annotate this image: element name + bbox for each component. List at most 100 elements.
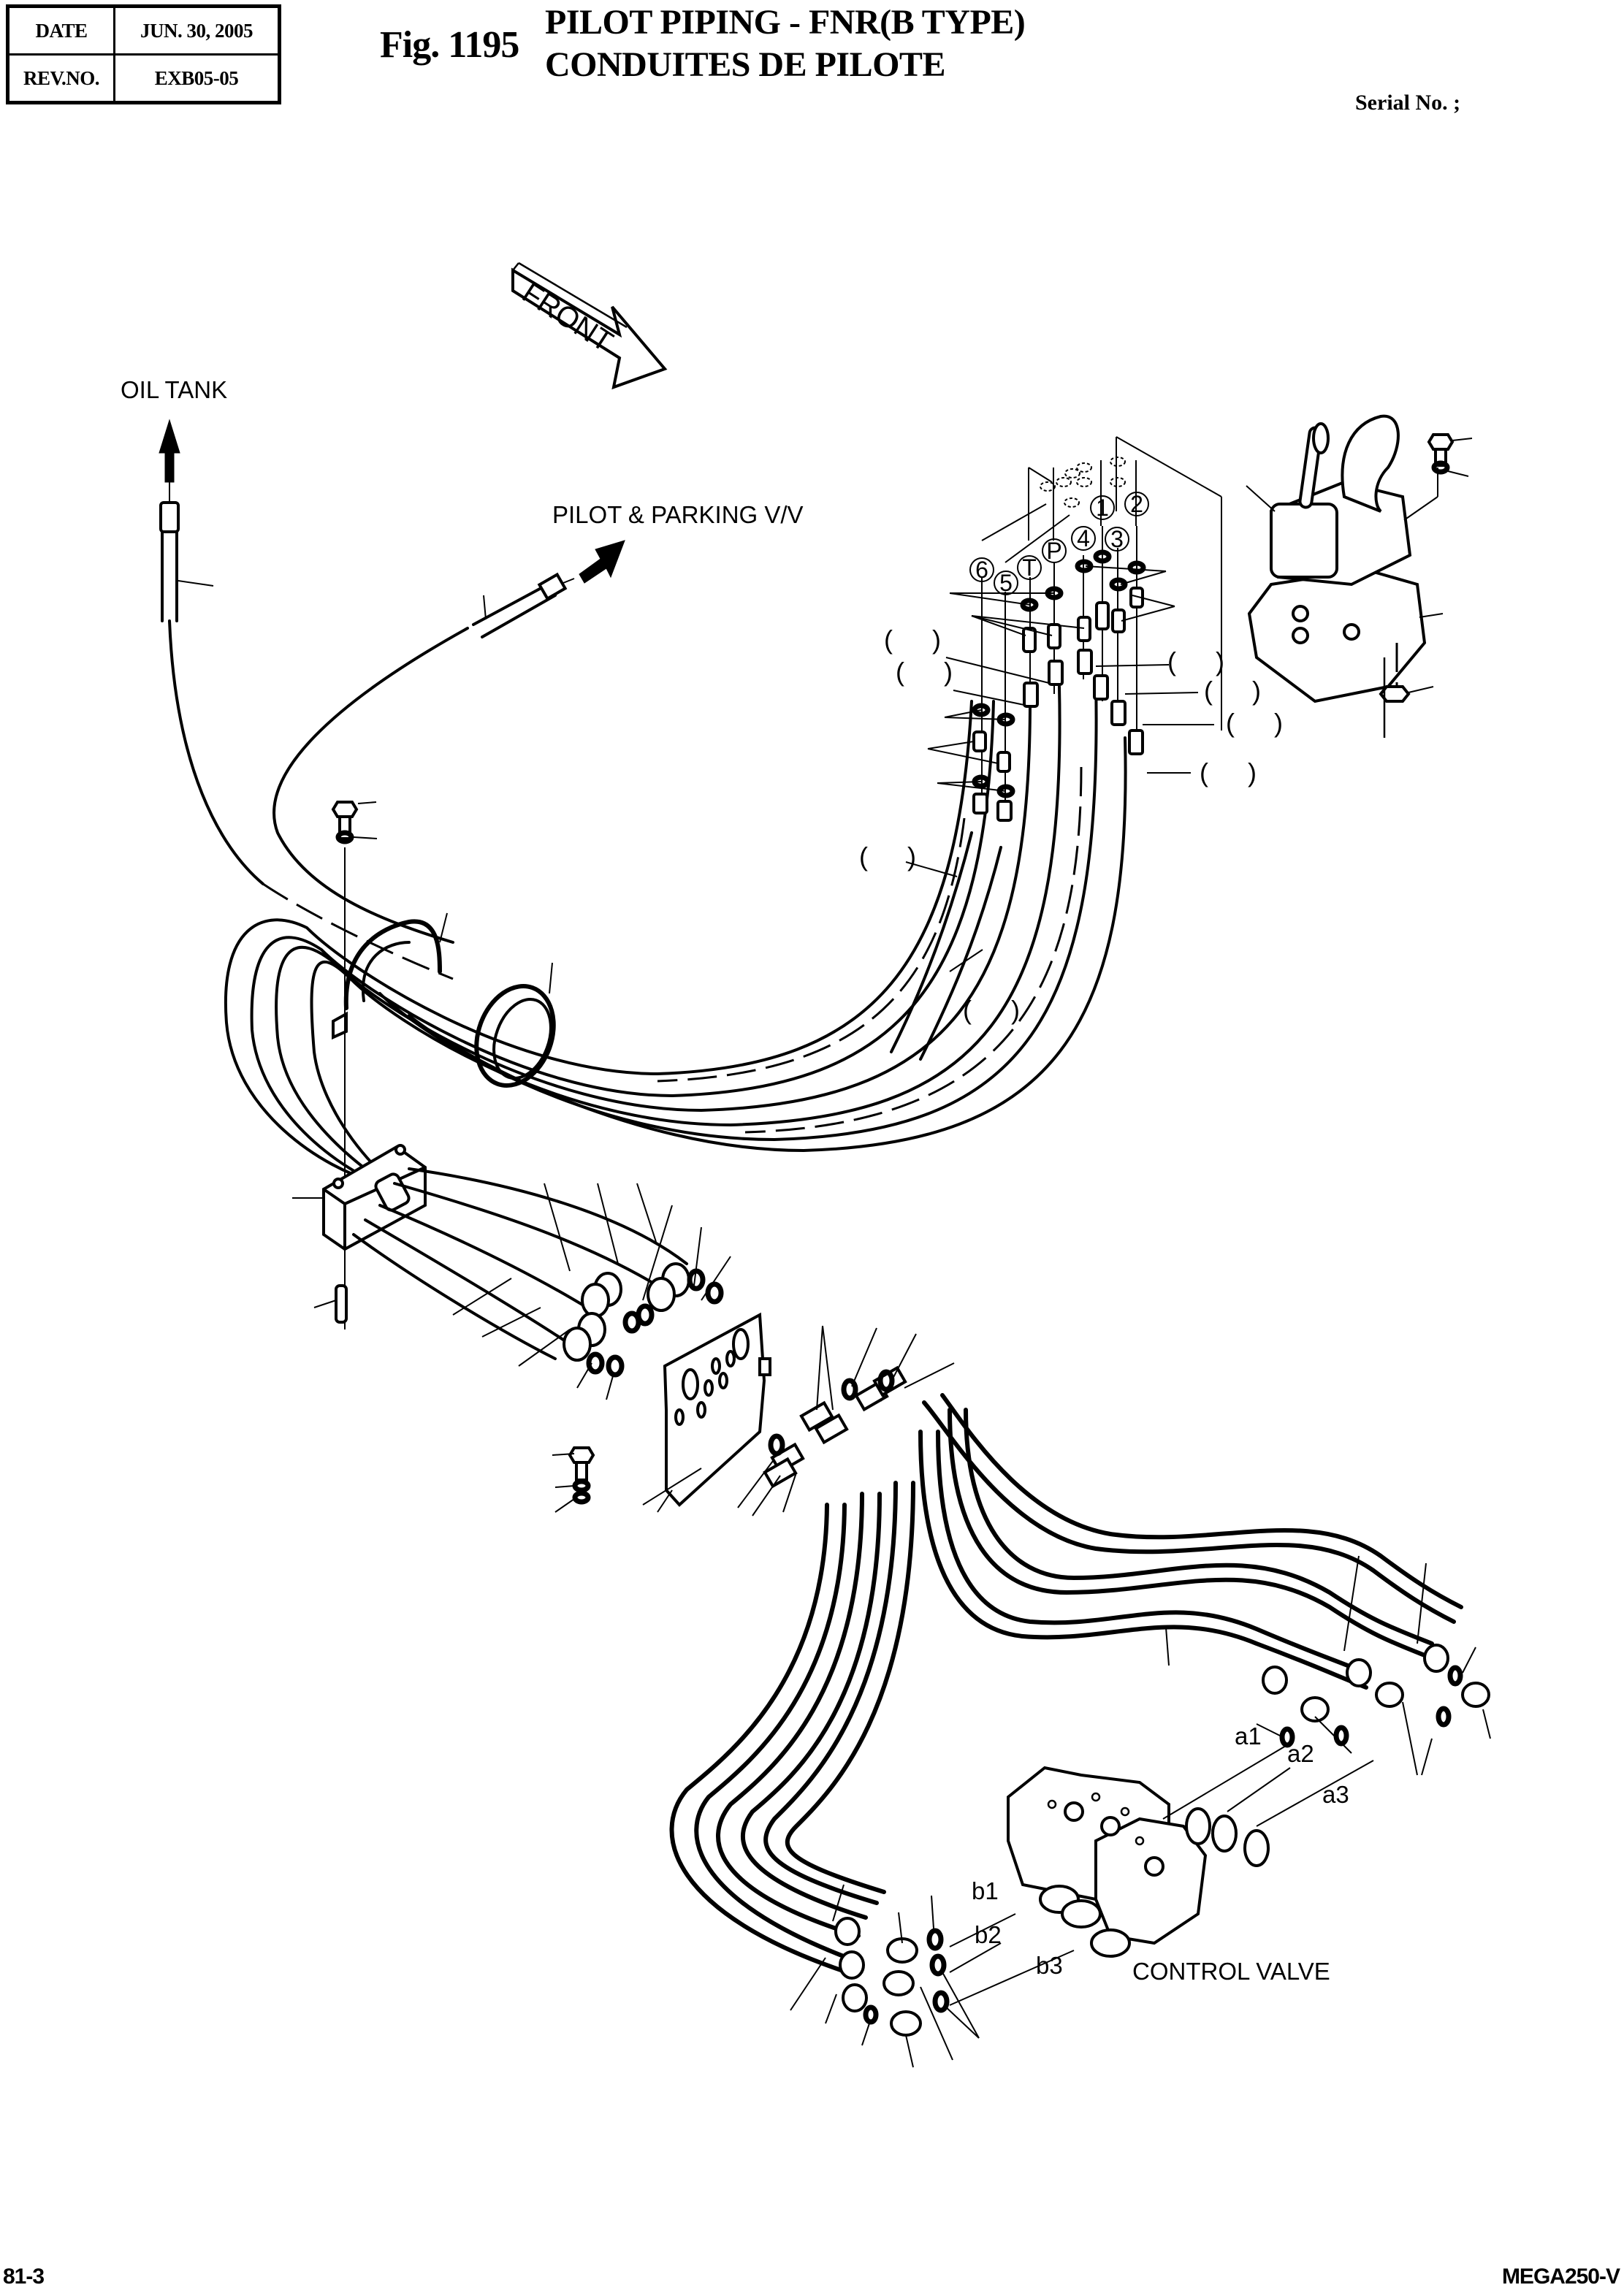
spool-cap (1061, 1899, 1102, 1928)
ref-bracket: ( ) (896, 657, 969, 687)
ref-bracket: ( ) (963, 995, 1036, 1025)
joystick-valve (1246, 414, 1444, 703)
hose-grommet (474, 962, 556, 1088)
port-bubble-1: 1 (1096, 495, 1109, 521)
revision-table: DATE JUN. 30, 2005 REV.NO. EXB05-05 (6, 4, 281, 104)
manifold-inlet-hoses (352, 1167, 731, 1400)
bracket-bolt (331, 801, 378, 1329)
ref-bracket: ( ) (884, 625, 957, 655)
joystick-hose-ends (905, 649, 1214, 972)
pilot-parking-valve-callout: PILOT & PARKING V/V (472, 501, 804, 638)
front-direction-arrow: FRONT (511, 262, 668, 390)
port-label-a1: a1 (1235, 1722, 1262, 1750)
revision-row: REV.NO. EXB05-05 (7, 53, 281, 104)
hose-clamp-bracket (332, 912, 448, 1040)
ref-bracket: ( ) (1200, 758, 1273, 787)
port-label-b1: b1 (972, 1877, 999, 1904)
spool-cap (1211, 1815, 1238, 1853)
title-english: PILOT PIPING - FNR(B TYPE) (545, 3, 1026, 42)
o-ring-set (586, 1268, 724, 1378)
control-valve-port-labels: a1 a2 a3 b1 b2 b3 CONTROL VALVE (972, 1722, 1349, 1985)
o-ring (929, 1953, 947, 1977)
port-label-a3: a3 (1322, 1781, 1349, 1808)
serial-number-label: Serial No. ; (1355, 91, 1461, 115)
port-label-a2: a2 (1287, 1740, 1314, 1767)
ref-bracket: ( ) (859, 842, 932, 871)
joystick-nut (1379, 643, 1434, 738)
date-row: DATE JUN. 30, 2005 (7, 5, 281, 56)
date-label: DATE (7, 5, 115, 56)
date-value: JUN. 30, 2005 (113, 5, 281, 56)
spool-cap (1090, 1928, 1131, 1958)
clamp-block (292, 1144, 427, 1324)
port-label-b3: b3 (1036, 1952, 1063, 1979)
control-valve-label: CONTROL VALVE (1132, 1958, 1330, 1985)
a-port-hoses (918, 1393, 1463, 1690)
elbow-fitting (1300, 1696, 1330, 1722)
o-ring (932, 1990, 950, 2013)
model-name: MEGA250-V (1501, 2265, 1620, 2289)
elbow-fitting (1461, 1682, 1490, 1708)
figure-number: Fig. 1195 (380, 24, 519, 66)
up-arrow-icon (159, 419, 180, 483)
spool-cap (1185, 1807, 1211, 1845)
joystick-adapters (949, 549, 1175, 653)
adapter (763, 1457, 798, 1489)
elbow-fitting (890, 2010, 922, 2037)
oil-tank-hose-fitting (159, 501, 180, 533)
revision-value: EXB05-05 (113, 53, 281, 104)
port-label-b2: b2 (975, 1921, 1002, 1948)
washer (335, 830, 354, 844)
b-port-hoses (669, 1481, 915, 1975)
revision-label: REV.NO. (7, 53, 115, 104)
manifold-bolt (552, 1446, 595, 1513)
manifold-plate (642, 1312, 771, 1513)
elbow-fitting (1375, 1682, 1404, 1708)
port-bubble-5: 5 (999, 570, 1013, 596)
control-valve (1007, 1766, 1270, 1958)
oil-tank-callout: OIL TANK (121, 376, 227, 622)
port-bubble-p: P (1046, 538, 1061, 564)
ref-bracket: ( ) (1226, 708, 1299, 738)
o-ring (1333, 1725, 1349, 1747)
port-markers-dashed (1040, 457, 1126, 508)
oil-tank-label: OIL TANK (121, 376, 227, 403)
port-bubble-t: T (1022, 554, 1037, 581)
elbow-fitting (882, 1970, 915, 1996)
b-port-fittings (790, 1884, 980, 2068)
joystick-bolt (1427, 433, 1473, 477)
washer (572, 1479, 591, 1493)
port-bubble-3: 3 (1110, 526, 1124, 552)
manifold-outlet-fittings (737, 1325, 955, 1516)
front-arrow-label: FRONT (516, 277, 619, 359)
o-ring (926, 1928, 944, 1951)
a-port-fittings (1256, 1644, 1491, 1776)
ref-bracket: ( ) (1167, 646, 1240, 676)
joystick-grip (1341, 414, 1400, 513)
pilot-parking-valve-label: PILOT & PARKING V/V (552, 501, 804, 528)
o-ring (1436, 1706, 1452, 1728)
adapter (814, 1413, 849, 1445)
page-title: PILOT PIPING - FNR(B TYPE) CONDUITES DE … (545, 1, 1026, 86)
washer (572, 1490, 591, 1505)
port-bubble-2: 2 (1130, 491, 1143, 517)
diagonal-arrow-icon (579, 540, 625, 584)
ref-bracket: ( ) (1204, 676, 1277, 706)
page-number: 81-3 (3, 2265, 45, 2289)
hose-nut (563, 1262, 690, 1362)
washer (1431, 460, 1450, 475)
o-ring (863, 2004, 879, 2025)
lever-knob (1312, 422, 1330, 454)
spool-cap (1243, 1829, 1270, 1867)
port-bubble-4: 4 (1077, 525, 1090, 552)
control-valve-port-leaders (949, 1745, 1374, 2006)
title-french: CONDUITES DE PILOTE (545, 45, 945, 84)
reference-brackets: ( ) ( ) ( ) ( ) ( ) ( ) ( ) ( ) (859, 625, 1299, 1025)
dowel-pin (335, 1284, 348, 1324)
adapter (799, 1400, 834, 1432)
o-ring (1447, 1665, 1463, 1687)
oil-tank-hose (161, 530, 178, 622)
hose-bundle (224, 678, 1127, 1207)
port-bubble-6: 6 (975, 557, 988, 583)
